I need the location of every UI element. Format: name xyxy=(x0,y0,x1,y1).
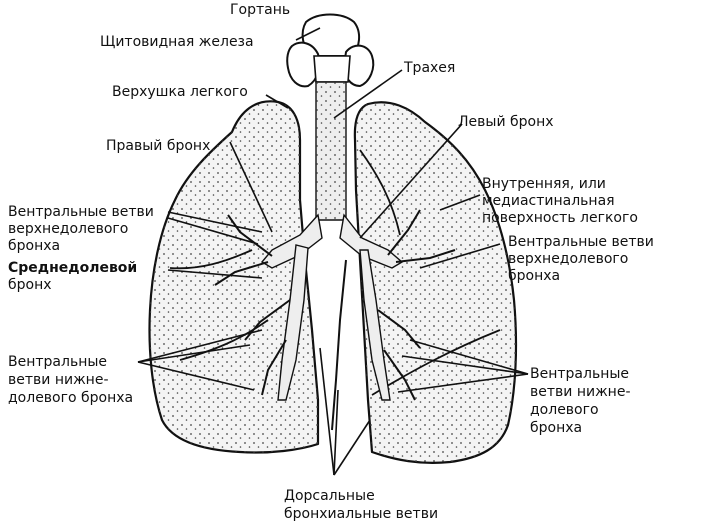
label-larynx: Гортань xyxy=(230,2,290,18)
left-mediastinal-line xyxy=(359,149,401,236)
label-ventral-lower-left-1: Вентральные xyxy=(8,354,107,370)
label-mediastinal-3: поверхность легкого xyxy=(482,210,638,226)
label-ventral-upper-right-3: бронха xyxy=(508,268,560,284)
right-lower-bronchus xyxy=(277,244,309,401)
label-ventral-lower-right-3: долевого xyxy=(530,402,599,418)
label-ventral-lower-left-2: ветви нижне- xyxy=(8,372,109,388)
label-trachea: Трахея xyxy=(403,60,455,76)
label-thyroid: Щитовидная железа xyxy=(100,34,254,50)
label-mediastinal-2: медиастинальная xyxy=(482,193,615,209)
label-ventral-upper-right-2: верхнедолевого xyxy=(508,251,628,267)
left-main-bronchus xyxy=(339,213,404,269)
label-ventral-upper-left-2: верхнедолевого xyxy=(8,221,128,237)
label-ventral-lower-right-2: ветви нижне- xyxy=(530,384,631,400)
label-ventral-lower-right-4: бронха xyxy=(530,420,582,436)
label-ventral-lower-left-3: долевого бронха xyxy=(8,390,133,406)
label-ventral-upper-left-1: Вентральные ветви xyxy=(8,204,154,220)
leader-lines xyxy=(137,27,529,476)
thyroid-left-lobe xyxy=(286,41,321,88)
label-left-bronchus: Левый бронх xyxy=(458,114,554,130)
right-main-bronchus xyxy=(260,213,323,269)
label-dorsal-2: бронхиальные ветви xyxy=(284,506,438,522)
label-right-bronchus: Правый бронх xyxy=(106,138,210,154)
label-apex: Верхушка легкого xyxy=(112,84,248,100)
right-horizontal-fissure xyxy=(169,249,253,270)
bronchial-tree xyxy=(214,81,456,431)
left-lower-bronchus xyxy=(359,249,391,401)
label-dorsal-1: Дорсальные xyxy=(284,488,375,504)
label-ventral-lower-right-1: Вентральные xyxy=(530,366,629,382)
label-middle-lobe-2: бронх xyxy=(8,277,52,293)
right-oblique-fissure xyxy=(179,319,269,361)
cricoid xyxy=(313,55,351,83)
label-ventral-upper-left-3: бронха xyxy=(8,238,60,254)
larynx-thyroid xyxy=(286,13,375,88)
label-middle-lobe-1: Среднедолевой xyxy=(8,260,137,276)
label-mediastinal-1: Внутренняя, или xyxy=(482,176,606,192)
larynx-shape xyxy=(301,13,360,57)
label-ventral-upper-right-1: Вентральные ветви xyxy=(508,234,654,250)
right-lung xyxy=(148,100,320,454)
left-lung xyxy=(353,101,518,464)
